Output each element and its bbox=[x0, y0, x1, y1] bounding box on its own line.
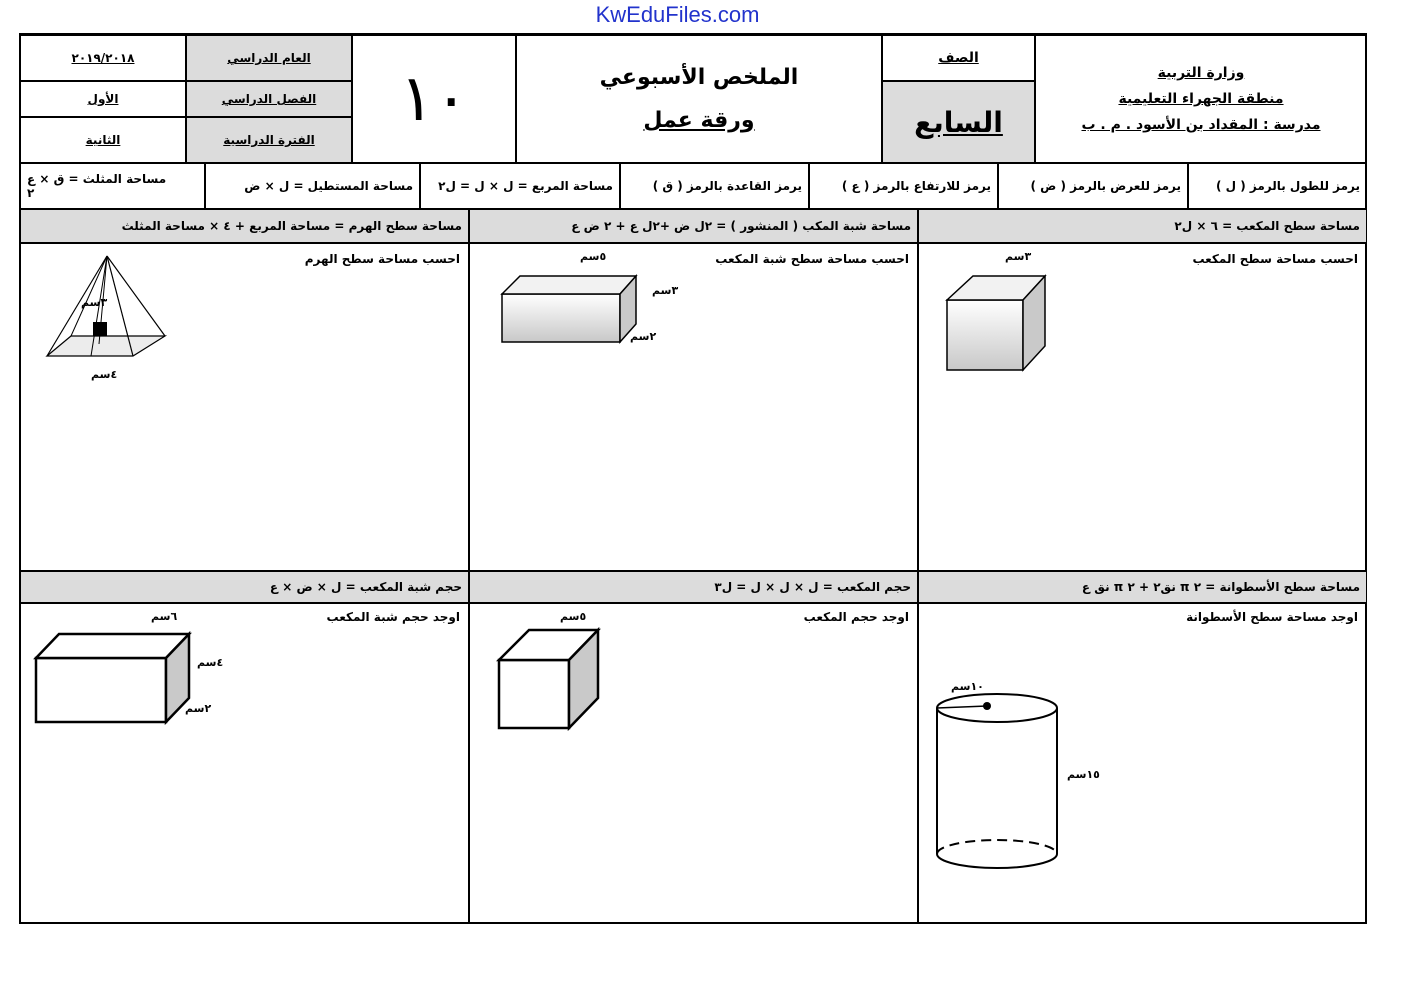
box-length-label: ٦سم bbox=[151, 610, 178, 623]
grade-label: الصف bbox=[882, 35, 1035, 81]
panel-cube-surface: احسب مساحة سطح المكعب ٣سم bbox=[918, 243, 1367, 571]
symbol-width: يرمز للعرض بالرمز ( ض ) bbox=[998, 163, 1188, 209]
prism-volume-formula: حجم شبة المكعب = ل × ض × ع bbox=[20, 571, 469, 603]
question-cube-volume: اوجد حجم المكعب bbox=[803, 610, 909, 624]
prism-width-label: ٢سم bbox=[630, 330, 657, 343]
prism-length-label: ٥سم bbox=[580, 250, 607, 263]
semester-value: الأول bbox=[20, 81, 186, 117]
triangle-area-formula: مساحة المثلث = ق × ع ٢ bbox=[20, 163, 205, 209]
panel-cylinder-surface: اوجد مساحة سطح الأسطوانة ١٠سم ١٥سم bbox=[918, 603, 1367, 924]
site-watermark: KwEduFiles.com bbox=[595, 2, 760, 27]
cube-figure bbox=[945, 274, 1047, 372]
school-info: وزارة التربية منطقة الجهراء التعليمية مد… bbox=[1035, 35, 1367, 163]
worksheet-subtitle: ورقة عمل bbox=[643, 108, 755, 133]
question-prism-surface: احسب مساحة سطح شبة المكعب bbox=[715, 252, 909, 266]
triangle-area-denominator: ٢ bbox=[27, 186, 35, 200]
cube-volume-formula: حجم المكعب = ل × ل × ل = ل٣ bbox=[469, 571, 918, 603]
cylinder-radius-label: ١٠سم bbox=[951, 680, 984, 693]
symbol-height: يرمز للارتفاع بالرمز ( ع ) bbox=[809, 163, 998, 209]
prism-figure bbox=[500, 274, 638, 344]
question-pyramid-surface: احسب مساحة سطح الهرم bbox=[304, 252, 460, 266]
symbol-base: يرمز القاعدة بالرمز ( ق ) bbox=[620, 163, 809, 209]
cylinder-surface-formula: مساحة سطح الأسطوانة = ٢ π نق٢ + ٢ π نق ع bbox=[918, 571, 1367, 603]
box-height-label: ٤سم bbox=[197, 656, 224, 669]
square-area-formula: مساحة المربع = ل × ل = ل٢ bbox=[420, 163, 620, 209]
cube2-figure bbox=[495, 626, 601, 732]
box-figure bbox=[33, 630, 192, 726]
cylinder-height-label: ١٥سم bbox=[1067, 768, 1100, 781]
panel-prism-surface: احسب مساحة سطح شبة المكعب ٥سم ٣سم ٢سم bbox=[469, 243, 918, 571]
pyramid-base-label: ٤سم bbox=[91, 368, 118, 381]
pyramid-height-label: ٣سم bbox=[81, 296, 108, 309]
period-value: الثانية bbox=[20, 117, 186, 163]
panel-pyramid-surface: احسب مساحة سطح الهرم ٣سم ٤سم bbox=[20, 243, 469, 571]
cube-surface-formula: مساحة سطح المكعب = ٦ × ل٢ bbox=[918, 209, 1367, 243]
worksheet-title: الملخص الأسبوعي bbox=[599, 65, 799, 90]
prism-height-label: ٣سم bbox=[652, 284, 679, 297]
question-cylinder-surface: اوجد مساحة سطح الأسطوانة bbox=[1186, 610, 1358, 624]
week-number: ١٠ bbox=[352, 35, 516, 163]
pyramid-figure bbox=[45, 255, 168, 357]
grade-value: السابع bbox=[882, 81, 1035, 163]
symbol-length: يرمز للطول بالرمز ( ل ) bbox=[1188, 163, 1367, 209]
box-width-label: ٢سم bbox=[185, 702, 212, 715]
period-label: الفترة الدراسية bbox=[186, 117, 352, 163]
prism-surface-formula: مساحة شبة المكب ( المنشور ) = ٢ل ض +٢ل ع… bbox=[469, 209, 918, 243]
semester-label: الفصل الدراسي bbox=[186, 81, 352, 117]
panel-cube-volume: اوجد حجم المكعب ٥سم bbox=[469, 603, 918, 924]
ministry-name: وزارة التربية bbox=[1157, 65, 1245, 81]
cylinder-figure bbox=[936, 693, 1058, 869]
pyramid-surface-formula: مساحة سطح الهرم = مساحة المربع + ٤ × مسا… bbox=[20, 209, 469, 243]
panel-prism-volume: اوجد حجم شبة المكعب ٦سم ٤سم ٢سم bbox=[20, 603, 469, 924]
year-value: ٢٠١٩/٢٠١٨ bbox=[20, 35, 186, 81]
region-name: منطقة الجهراء التعليمية bbox=[1118, 91, 1284, 107]
school-name: مدرسة : المقداد بن الأسود . م . ب bbox=[1081, 117, 1321, 133]
cube2-edge-label: ٥سم bbox=[560, 610, 587, 623]
title-block: الملخص الأسبوعي ورقة عمل bbox=[516, 35, 882, 163]
question-cube-surface: احسب مساحة سطح المكعب bbox=[1192, 252, 1358, 266]
cube1-edge-label: ٣سم bbox=[1005, 250, 1032, 263]
rectangle-area-formula: مساحة المستطيل = ل × ض bbox=[205, 163, 420, 209]
year-label: العام الدراسي bbox=[186, 35, 352, 81]
triangle-area-text: مساحة المثلث = ق × ع bbox=[27, 172, 167, 186]
question-prism-volume: اوجد حجم شبة المكعب bbox=[326, 610, 461, 624]
